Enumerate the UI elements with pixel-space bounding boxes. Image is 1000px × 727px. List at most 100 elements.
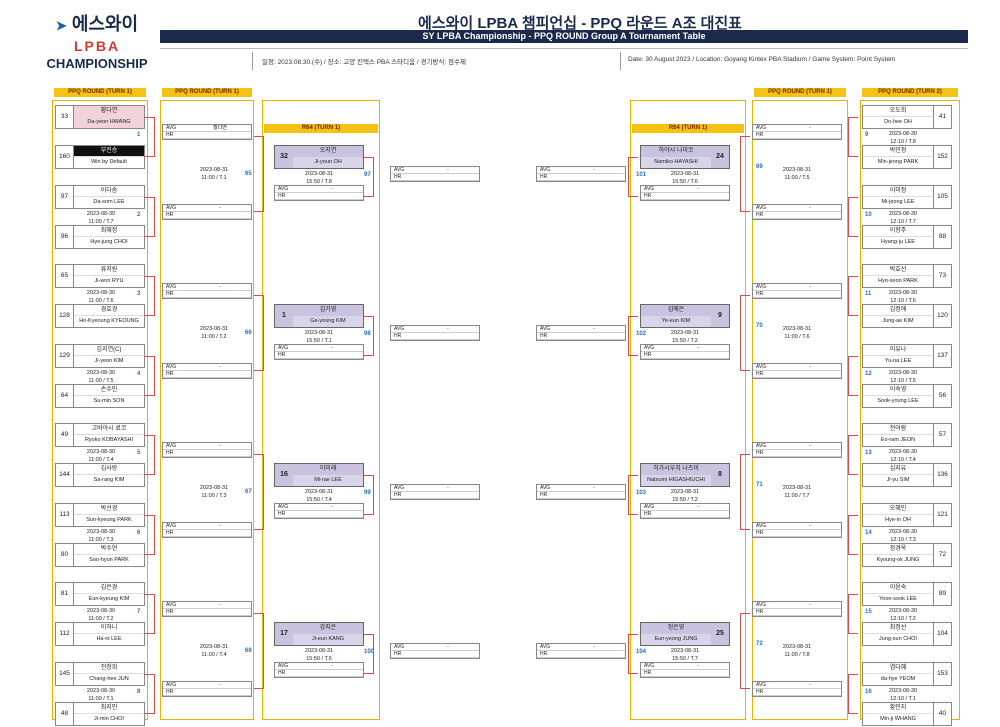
info-divider: [620, 52, 621, 70]
match-time: 11:00 / T.6: [784, 334, 810, 340]
match-date: 2023-08-30: [888, 608, 918, 614]
logo-brand-text: 에스와이: [71, 14, 139, 34]
bracket-line: [364, 316, 374, 356]
match-time: 11:00 / T.1: [201, 175, 227, 181]
player-name-en: Ga-young KIM: [293, 316, 363, 327]
score-row-hr: HR: [753, 450, 841, 457]
hr-label: HR: [166, 609, 174, 615]
hr-label: HR: [756, 370, 764, 377]
player-seed: 89: [933, 583, 951, 605]
score-row-avg: AVG-: [753, 602, 841, 609]
score-box: AVG-HR: [162, 203, 252, 220]
player-name-en: Su-min SON: [93, 397, 125, 404]
player-name-kr: 김사랑: [74, 464, 144, 475]
score-row-hr: HR: [641, 193, 729, 200]
player-name-kr: 황다연: [74, 106, 144, 117]
player-seed: 49: [56, 424, 74, 446]
player-seed: 16: [280, 471, 288, 478]
score-row-avg: AVG-: [753, 523, 841, 530]
match-number: 3: [137, 291, 141, 297]
hr-label: HR: [166, 688, 174, 695]
score-name: -: [593, 326, 595, 332]
avg-label: AVG: [540, 485, 551, 491]
page-subtitle: SY LPBA Championship - PPQ ROUND Group A…: [160, 30, 968, 43]
match-number: 101: [636, 172, 647, 178]
match-date: 2023-08-31: [199, 485, 229, 491]
bird-icon: ➤: [55, 18, 67, 33]
avg-label: AVG: [644, 345, 655, 351]
player-name-kr: 심지유: [863, 464, 933, 475]
score-row-hr: HR: [163, 689, 251, 696]
score-box: AVG-HR: [274, 185, 364, 201]
player-seed: 153: [933, 662, 951, 685]
score-box: AVG-HR: [162, 283, 252, 299]
score-name: -: [697, 663, 699, 669]
player-seed: 72: [933, 543, 951, 566]
logo-championship: CHAMPIONSHIP: [46, 56, 148, 71]
score-box: AVG-HR: [162, 362, 252, 379]
player-name-kr: 김은경: [74, 583, 144, 594]
score-name: -: [331, 186, 333, 192]
avg-label: AVG: [756, 681, 767, 688]
score-row-avg: AVG-: [163, 523, 251, 530]
bracket-line: [145, 196, 155, 237]
hr-label: HR: [540, 333, 548, 339]
match-number: 2: [137, 211, 141, 218]
logo: ➤ 에스와이 LPBA CHAMPIONSHIP: [42, 10, 152, 71]
bracket-line: [740, 613, 750, 689]
match-time: 15:50 / T.2: [672, 338, 698, 344]
player-name-kr: 황민지: [863, 703, 933, 714]
match-date: 2023-08-31: [670, 648, 700, 654]
score-row-avg: AVG -: [641, 345, 729, 352]
score-row-hr: HR: [163, 291, 251, 298]
score-row-avg: AVG-: [537, 167, 625, 174]
player-seed: 120: [933, 305, 951, 327]
score-row-hr: HR: [753, 212, 841, 219]
player-seed: 25: [716, 630, 724, 637]
hr-label: HR: [394, 333, 402, 339]
hr-label: HR: [756, 450, 764, 456]
player-name-kr: 박수현: [74, 544, 144, 555]
score-row-hr: HR: [537, 651, 625, 658]
player-name-en: Chang-hee JUN: [89, 675, 129, 682]
player-seed: 96: [56, 225, 74, 248]
score-name: -: [697, 345, 699, 351]
match-date: 2023-08-30: [86, 369, 116, 376]
bracket-line: [145, 355, 155, 396]
match-date: 2023-08-30: [86, 290, 116, 296]
player-name-kr: 박민정: [863, 146, 933, 157]
score-box: AVG-HR: [536, 643, 626, 659]
bracket-line: [848, 594, 858, 634]
score-name: -: [447, 644, 449, 650]
score-row-hr: HR: [391, 651, 479, 658]
bracket-line: [740, 454, 750, 530]
player-name-en: Ji-yeon KIM: [94, 357, 124, 364]
score-row-avg: AVG-: [753, 443, 841, 450]
score-name: -: [593, 167, 595, 173]
player-name-kr: 이미정: [863, 186, 933, 197]
player-name-kr: 박선경: [74, 504, 144, 515]
score-row-avg: AVG-: [163, 443, 251, 450]
match-date: 2023-08-30: [86, 528, 116, 535]
hr-label: HR: [644, 193, 652, 199]
match-time: 11:00 / T.3: [88, 536, 114, 543]
score-name: -: [809, 522, 811, 529]
score-row-hr: HR: [275, 352, 363, 359]
hr-label: HR: [756, 529, 764, 536]
player-name-kr: 정은영: [667, 625, 685, 631]
player-name-kr: 전창희: [74, 663, 144, 674]
player-seed: 144: [56, 464, 74, 486]
hr-label: HR: [394, 174, 402, 180]
match-date: 2023-08-30: [86, 449, 116, 455]
match-time: 12:10 / T.1: [890, 695, 916, 702]
hr-label: HR: [540, 174, 548, 180]
score-box: AVG-HR: [640, 344, 730, 360]
match-number: 9: [865, 132, 869, 138]
score-row-avg: AVG-: [641, 504, 729, 511]
